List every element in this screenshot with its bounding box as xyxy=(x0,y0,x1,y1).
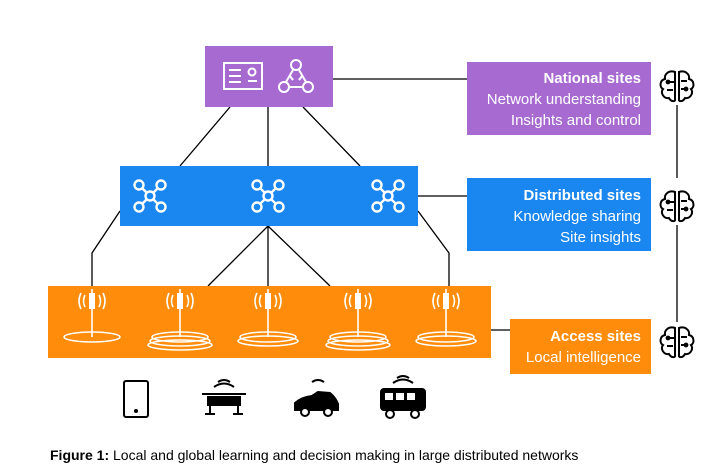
radio-tower-icon xyxy=(415,288,477,347)
radio-tower-icon xyxy=(237,288,299,347)
access-label-title: Access sites xyxy=(550,328,641,345)
brain-icon xyxy=(659,190,695,223)
national-label: National sites Network understanding Ins… xyxy=(467,68,651,131)
national-sites-box xyxy=(205,46,333,107)
radio-tower-icon xyxy=(325,288,391,351)
radio-tower-icon xyxy=(63,288,121,343)
network-cycle-icon xyxy=(278,59,314,93)
distributed-label-title: Distributed sites xyxy=(523,187,641,204)
phone-icon xyxy=(123,380,149,418)
distributed-label-line2: Site insights xyxy=(560,229,641,246)
connector-lines xyxy=(91,78,678,331)
distributed-label-box xyxy=(467,178,651,251)
brain-icon xyxy=(659,70,695,103)
access-label-line1: Local intelligence xyxy=(525,349,641,366)
national-label-title: National sites xyxy=(543,70,641,87)
dashboard-icon xyxy=(223,62,263,90)
national-label-line1: Network understanding xyxy=(486,91,641,108)
brain-icon xyxy=(659,326,695,359)
drone-icon xyxy=(202,379,246,415)
distributed-label-line1: Knowledge sharing xyxy=(513,208,641,225)
distributed-label: Distributed sites Knowledge sharing Site… xyxy=(467,185,651,248)
caption-prefix: Figure 1: xyxy=(50,447,110,463)
access-label-box xyxy=(510,319,651,374)
national-label-box xyxy=(467,62,651,135)
figure-caption: Figure 1: Local and global learning and … xyxy=(50,447,578,463)
bus-icon xyxy=(380,375,426,419)
national-label-line2: Insights and control xyxy=(510,112,641,129)
access-label: Access sites Local intelligence xyxy=(510,326,651,368)
radio-tower-icon xyxy=(147,288,213,351)
car-icon xyxy=(294,379,339,417)
caption-text: Local and global learning and decision m… xyxy=(109,447,579,463)
